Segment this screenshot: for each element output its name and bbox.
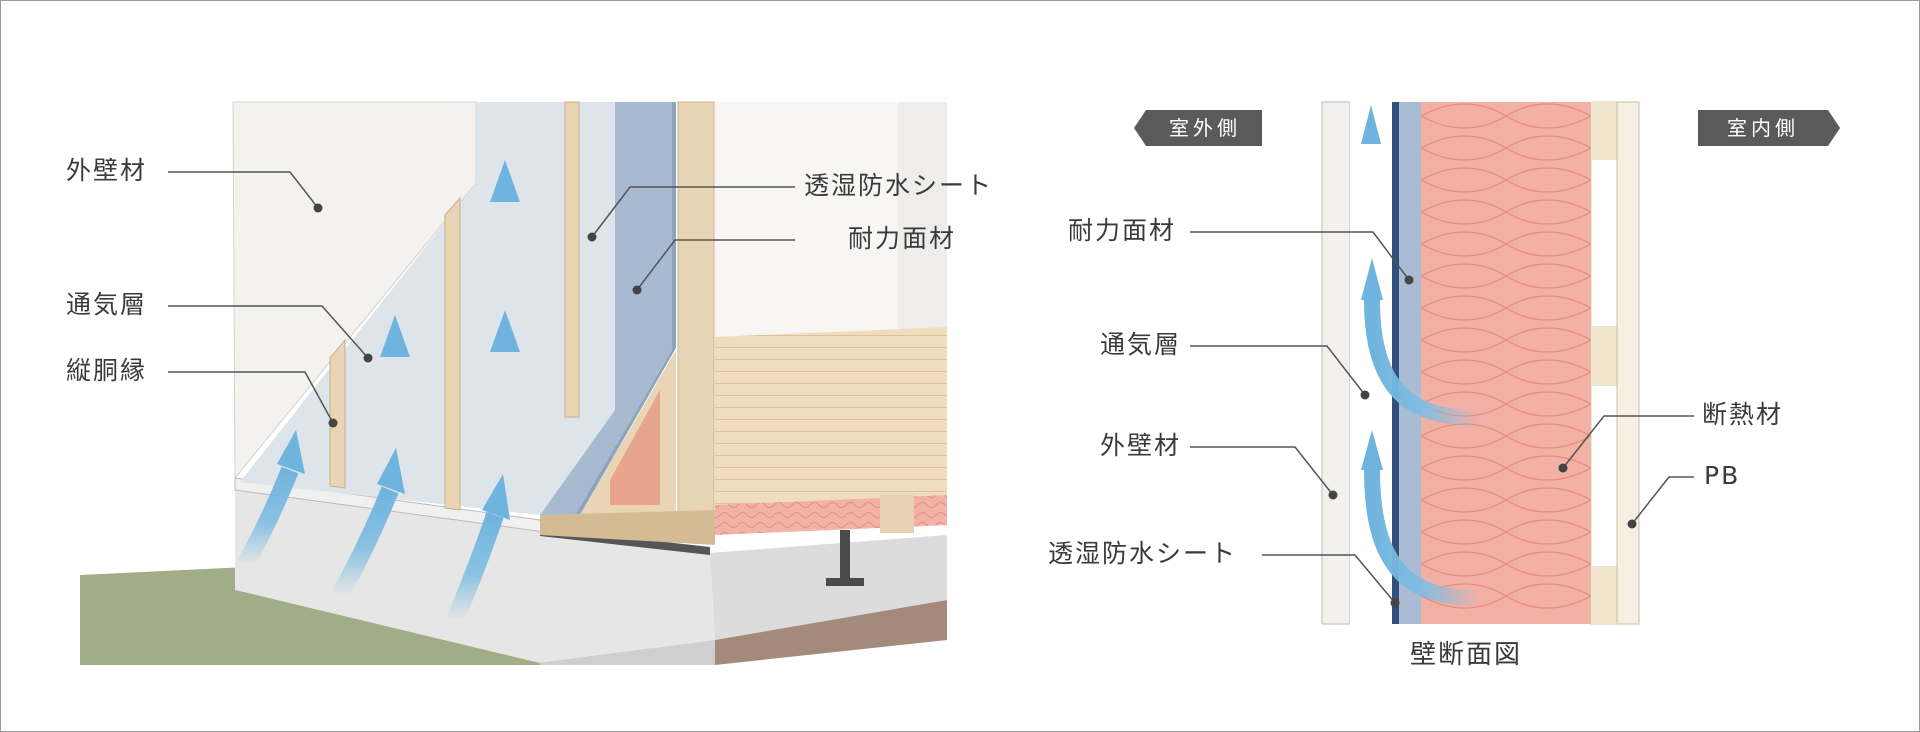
callout-dot [1390,598,1400,608]
label-plasterboard: PB [1704,461,1741,490]
right-leader-lines [1190,231,1694,604]
label-air-layer: 通気層 [66,290,148,319]
section-caption: 壁断面図 [1410,640,1523,670]
label-structural-panel: 耐力面材 [848,224,957,253]
label-exterior-wall: 外壁材 [66,156,148,185]
structural-post [677,101,715,523]
right-cross-section [1134,101,1840,625]
callout-dot [328,418,338,428]
label-vertical-furring: 縦胴縁 [66,356,148,385]
membrane [540,102,672,515]
label-insulation: 断熱材 [1702,400,1784,429]
outside-tag: 室外側 [1150,110,1260,146]
section-siding [1321,101,1351,625]
section-structural-panel [1399,102,1421,624]
section-insulation [1421,102,1591,624]
label-section-air-layer: 通気層 [1100,330,1182,359]
floor-post [840,530,850,580]
label-membrane: 透湿防水シート [804,171,994,200]
furring-strip [329,338,346,489]
section-membrane [1392,102,1399,624]
label-section-membrane: 透湿防水シート [1048,539,1238,568]
left-leader-lines [168,171,795,424]
callout-dot [1558,463,1568,473]
left-cutaway-diagram [80,101,947,665]
callout-dot [1404,275,1414,285]
callout-dot [313,203,323,213]
label-section-exterior-wall: 外壁材 [1100,431,1182,460]
callout-dot [1360,390,1370,400]
callout-dot [632,285,642,295]
callout-dot [1627,519,1637,529]
section-plasterboard [1616,101,1640,625]
section-airflow-arrows [1361,105,1481,606]
inside-tag: 室内側 [1700,110,1826,146]
callout-dot [587,232,597,242]
airflow-arrows [237,160,520,624]
floor-boards [715,327,947,515]
label-section-structural-panel: 耐力面材 [1068,216,1177,245]
callout-dot [1328,490,1338,500]
crawl-space-soil [715,600,947,665]
callout-dot [363,353,373,363]
